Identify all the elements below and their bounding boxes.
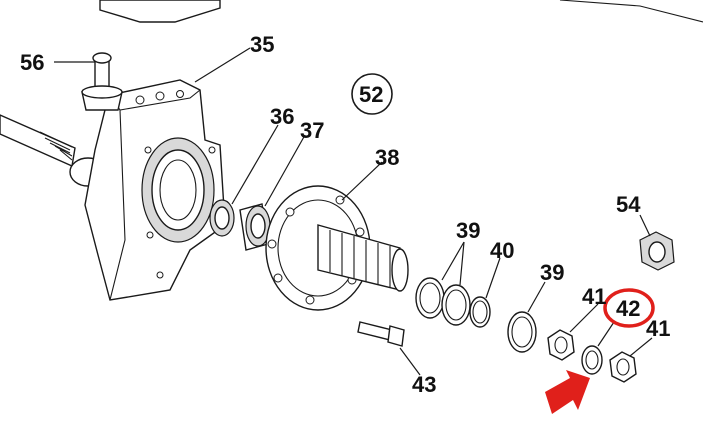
callout-52-circle xyxy=(351,73,393,115)
bearing-part-37 xyxy=(239,203,271,251)
callout-39-washer: 39 xyxy=(540,260,564,285)
shims-part-39 xyxy=(415,277,471,326)
callout-41-left: 41 xyxy=(582,284,606,309)
seal-part-36 xyxy=(209,199,235,237)
callout-37: 37 xyxy=(300,118,324,143)
callout-43: 43 xyxy=(412,372,436,397)
nut-part-41-right xyxy=(609,351,637,383)
callout-40: 40 xyxy=(490,238,514,263)
callout-56: 56 xyxy=(20,50,44,75)
highlight-ring-42 xyxy=(603,288,655,328)
callout-52: 52 xyxy=(359,82,383,107)
callout-41-right: 41 xyxy=(646,316,670,341)
bolt-part-43 xyxy=(357,321,405,347)
washer-part-39 xyxy=(507,311,537,353)
callout-42: 42 xyxy=(616,296,640,321)
steering-knuckle-housing xyxy=(84,79,226,301)
top-part-fragment xyxy=(99,0,703,23)
hub-flange-part-38 xyxy=(265,185,409,311)
callout-38: 38 xyxy=(375,145,399,170)
kingpin-part-56 xyxy=(81,52,123,111)
callout-35: 35 xyxy=(250,32,274,57)
washer-part-42 xyxy=(581,345,603,375)
callout-36: 36 xyxy=(270,104,294,129)
nut-part-41-left xyxy=(547,329,575,361)
red-pointer-arrow-icon xyxy=(545,370,590,414)
callout-54: 54 xyxy=(616,192,641,217)
cap-nut-part-54 xyxy=(639,231,675,271)
callout-39-shims: 39 xyxy=(456,218,480,243)
snap-ring-part-40 xyxy=(469,296,491,328)
leader-lines xyxy=(54,47,653,376)
